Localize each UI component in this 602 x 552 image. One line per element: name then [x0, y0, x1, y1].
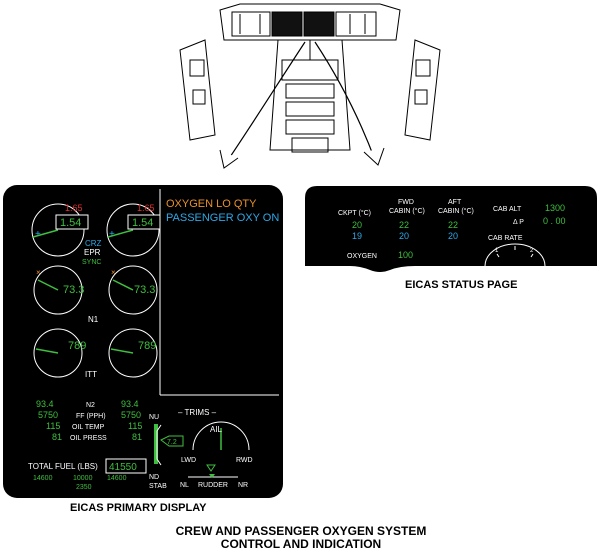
total-fuel-value: 41550 — [109, 462, 137, 473]
cab-alt-value: 1300 — [545, 203, 565, 213]
aileron-label: AIL — [210, 425, 223, 434]
epr-left-value: 1.54 — [60, 217, 81, 229]
trims-label: – TRIMS – — [178, 408, 217, 417]
eicas-primary-caption: EICAS PRIMARY DISPLAY — [70, 502, 207, 514]
ckpt-temp-actual: 20 — [352, 220, 362, 230]
itt-right-value: 789 — [138, 340, 156, 352]
n1-gauge-left: × — [33, 265, 83, 315]
cab-alt-label: CAB ALT — [493, 206, 522, 213]
figure-title-line-1: CREW AND PASSENGER OXYGEN SYSTEM — [175, 524, 427, 538]
n1-left-value: 73.3 — [63, 284, 84, 296]
fuel-center-value: 10000 — [73, 475, 93, 482]
fwd-cabin-label-2: CABIN (°C) — [389, 207, 425, 215]
stab-trim-scale — [154, 424, 184, 466]
total-fuel-box — [105, 458, 147, 474]
n1-right-value: 73.3 — [134, 284, 155, 296]
ckpt-label: CKPT (°C) — [338, 209, 371, 217]
ff-right-value: 5750 — [121, 410, 141, 420]
fuel-right-value: 14600 — [107, 475, 127, 482]
itt-gauge-right — [108, 328, 158, 378]
fwd-cabin-label-1: FWD — [398, 199, 414, 206]
aft-cabin-label-2: CABIN (°C) — [438, 207, 474, 215]
aileron-trim-indicator — [192, 421, 250, 451]
cab-rate-label: CAB RATE — [488, 235, 523, 242]
fwd-cabin-temp-selected: 20 — [399, 231, 409, 241]
oil-temp-label: OIL TEMP — [72, 424, 105, 431]
stab-label: STAB — [149, 483, 167, 490]
epr-sync: SYNC — [82, 259, 101, 266]
n1-label: N1 — [88, 315, 99, 324]
epr-gauge-left: + — [31, 203, 89, 257]
fwd-cabin-temp-actual: 22 — [399, 220, 409, 230]
svg-text:×: × — [36, 268, 41, 277]
epr-gauge-right: + — [106, 203, 161, 257]
epr-right-command: 1.65 — [137, 203, 155, 213]
cockpit-overview-drawing — [179, 3, 441, 169]
n2-label: N2 — [86, 402, 95, 409]
n2-right-value: 93.4 — [121, 399, 139, 409]
cab-rate-2: 2 — [530, 248, 534, 254]
oxygen-value: 100 — [398, 250, 413, 260]
aft-cabin-temp-selected: 20 — [448, 231, 458, 241]
message-oxygen-lo-qty: OXYGEN LO QTY — [166, 198, 257, 210]
rudder-nr-label: NR — [238, 482, 248, 489]
aileron-lwd-label: LWD — [181, 457, 196, 464]
aileron-rwd-label: RWD — [236, 457, 253, 464]
aft-cabin-label-1: AFT — [448, 199, 462, 206]
figure-title-line-2: CONTROL AND INDICATION — [220, 537, 382, 551]
stab-nd-label: ND — [149, 474, 159, 481]
svg-text:+: + — [109, 229, 115, 240]
oil-press-label: OIL PRESS — [70, 435, 107, 442]
ff-left-value: 5750 — [38, 410, 58, 420]
itt-label: ITT — [85, 370, 97, 379]
svg-text:×: × — [111, 268, 116, 277]
ckpt-temp-selected: 19 — [352, 231, 362, 241]
aft-cabin-temp-actual: 22 — [448, 220, 458, 230]
rudder-trim-indicator — [188, 464, 238, 478]
ff-label: FF (PPH) — [76, 413, 106, 420]
message-passenger-oxy-on: PASSENGER OXY ON — [166, 212, 279, 224]
fuel-left-value: 14600 — [33, 475, 53, 482]
oil-press-left-value: 81 — [52, 432, 62, 442]
stab-nu-label: NU — [149, 414, 159, 421]
eicas-status-caption: EICAS STATUS PAGE — [405, 279, 518, 291]
eicas-status-page: CKPT (°C) FWD CABIN (°C) AFT CABIN (°C) … — [305, 186, 597, 272]
epr-left-command: 1.65 — [65, 203, 83, 213]
rudder-label: RUDDER — [198, 482, 228, 489]
n1-gauge-right: × — [108, 265, 158, 315]
n2-left-value: 93.4 — [36, 399, 54, 409]
epr-label: EPR — [84, 248, 101, 257]
delta-p-value: 0 . 00 — [543, 216, 566, 226]
eicas-primary-display: + 1.65 1.54 + 1.65 1.54 CRZ EPR SYNC × 7… — [3, 185, 283, 498]
delta-p-label: Δ P — [513, 219, 524, 226]
itt-gauge-left — [33, 328, 83, 378]
cab-rate-1: 1 — [495, 248, 499, 254]
rudder-nl-label: NL — [180, 482, 189, 489]
itt-left-value: 789 — [68, 340, 86, 352]
total-fuel-label: TOTAL FUEL (LBS) — [28, 462, 98, 471]
oil-temp-left-value: 115 — [46, 421, 60, 431]
oil-press-right-value: 81 — [132, 432, 142, 442]
svg-text:+: + — [35, 229, 41, 240]
oil-temp-right-value: 115 — [128, 421, 142, 431]
epr-crz-mode: CRZ — [85, 239, 102, 248]
epr-right-value: 1.54 — [132, 217, 153, 229]
cab-rate-gauge — [484, 243, 546, 267]
stab-trim-value: 7.2 — [167, 439, 177, 446]
fuel-center-value-2: 2350 — [76, 484, 92, 491]
oxygen-label: OXYGEN — [347, 253, 377, 260]
